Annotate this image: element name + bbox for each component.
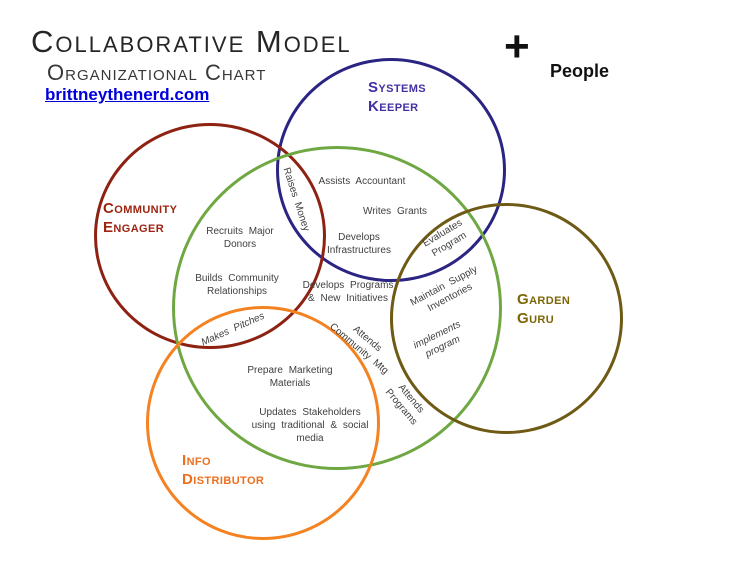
garden-guru-circle	[390, 203, 623, 434]
task-develops-infrastructures: Develops Infrastructures	[327, 232, 391, 256]
page-subtitle: Organizational Chart	[47, 60, 267, 85]
website-link[interactable]: brittneythenerd.com	[45, 85, 210, 104]
task-updates-stakeholders: Updates Stakeholders using traditional &…	[251, 407, 369, 444]
role-label-info-distributor: Info Distributor	[182, 452, 265, 488]
role-label-community-engager: Community Engager	[103, 200, 178, 236]
task-develops-programs-new-initiatives: Develops Programs & New Initiatives	[302, 280, 394, 304]
role-label-systems-keeper: Systems Keeper	[368, 79, 427, 115]
task-prepare-marketing-materials: Prepare Marketing Materials	[247, 365, 333, 389]
task-builds-community-relationships: Builds Community Relationships	[195, 273, 279, 297]
plus-people-icon: +	[504, 22, 530, 71]
role-label-garden-guru: Garden Guru	[517, 291, 571, 327]
plus-people-label: People	[550, 61, 610, 81]
page-title: Collaborative Model	[31, 24, 352, 59]
info-distributor-circle	[146, 306, 380, 540]
task-assists-accountant: Assists Accountant	[318, 176, 406, 187]
task-writes-grants: Writes Grants	[363, 206, 427, 217]
task-recruits-major-donors: Recruits Major Donors	[206, 226, 274, 250]
